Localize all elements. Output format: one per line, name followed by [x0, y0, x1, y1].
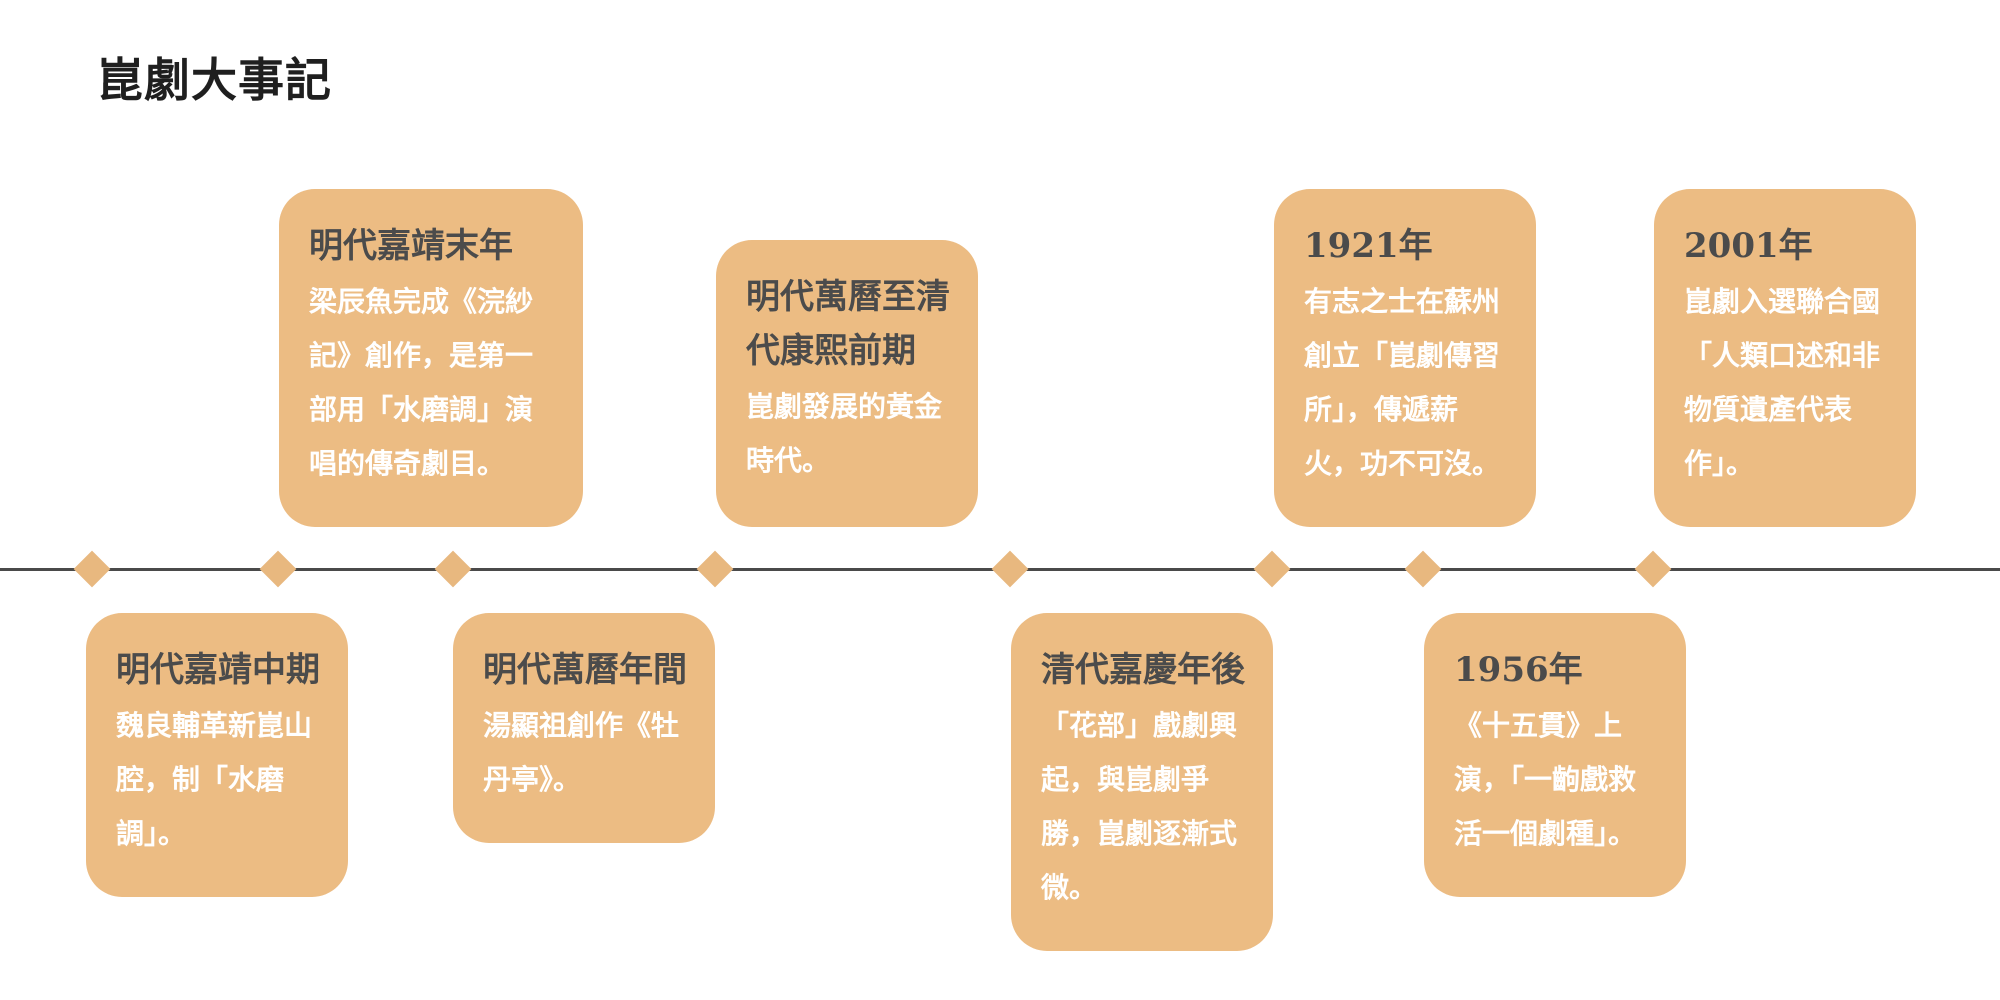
event-date: 明代嘉靖中期 — [116, 650, 320, 690]
page-title: 崑劇大事記 — [97, 53, 332, 107]
event-date: 明代萬曆年間 — [483, 650, 687, 690]
event-card: 2001年 崑劇入選聯合國「人類口述和非物質遺產代表作」。 — [1654, 189, 1916, 527]
event-card: 1956年 《十五貫》上演，「一齣戲救活一個劇種」。 — [1424, 613, 1686, 897]
event-card: 明代萬曆至清代康熙前期 崑劇發展的黃金時代。 — [716, 240, 978, 527]
event-description: 湯顯祖創作《牡丹亭》。 — [483, 709, 680, 796]
event-date: 1921年 — [1304, 226, 1433, 266]
event-card: 1921年 有志之士在蘇州創立「崑劇傳習所」，傳遞薪火，功不可沒。 — [1274, 189, 1536, 527]
event-description: 「花部」戲劇興起，與崑劇爭勝，崑劇逐漸式微。 — [1041, 709, 1238, 904]
timeline-marker — [73, 550, 111, 588]
timeline-marker — [1253, 550, 1291, 588]
event-date: 明代萬曆至清代康熙前期 — [746, 277, 950, 371]
timeline-marker — [434, 550, 472, 588]
event-card: 清代嘉慶年後 「花部」戲劇興起，與崑劇爭勝，崑劇逐漸式微。 — [1011, 613, 1273, 951]
timeline-marker — [1404, 550, 1442, 588]
event-date: 清代嘉慶年後 — [1041, 650, 1245, 690]
event-card: 明代萬曆年間 湯顯祖創作《牡丹亭》。 — [453, 613, 715, 843]
event-card: 明代嘉靖中期 魏良輔革新崑山腔，制「水磨調」。 — [86, 613, 348, 897]
event-description: 有志之士在蘇州創立「崑劇傳習所」，傳遞薪火，功不可沒。 — [1304, 285, 1501, 480]
event-card: 明代嘉靖末年 梁辰魚完成《浣紗記》創作，是第一部用「水磨調」演唱的傳奇劇目。 — [279, 189, 583, 527]
timeline-marker — [696, 550, 734, 588]
event-description: 崑劇發展的黃金時代。 — [746, 390, 943, 477]
event-date: 1956年 — [1454, 650, 1583, 690]
event-description: 梁辰魚完成《浣紗記》創作，是第一部用「水磨調」演唱的傳奇劇目。 — [309, 285, 534, 480]
event-description: 崑劇入選聯合國「人類口述和非物質遺產代表作」。 — [1684, 285, 1881, 480]
event-date: 2001年 — [1684, 226, 1813, 266]
event-date: 明代嘉靖末年 — [309, 226, 513, 266]
timeline-marker — [259, 550, 297, 588]
event-description: 《十五貫》上演，「一齣戲救活一個劇種」。 — [1454, 709, 1637, 850]
timeline-marker — [1634, 550, 1672, 588]
event-description: 魏良輔革新崑山腔，制「水磨調」。 — [116, 709, 313, 850]
timeline-marker — [991, 550, 1029, 588]
